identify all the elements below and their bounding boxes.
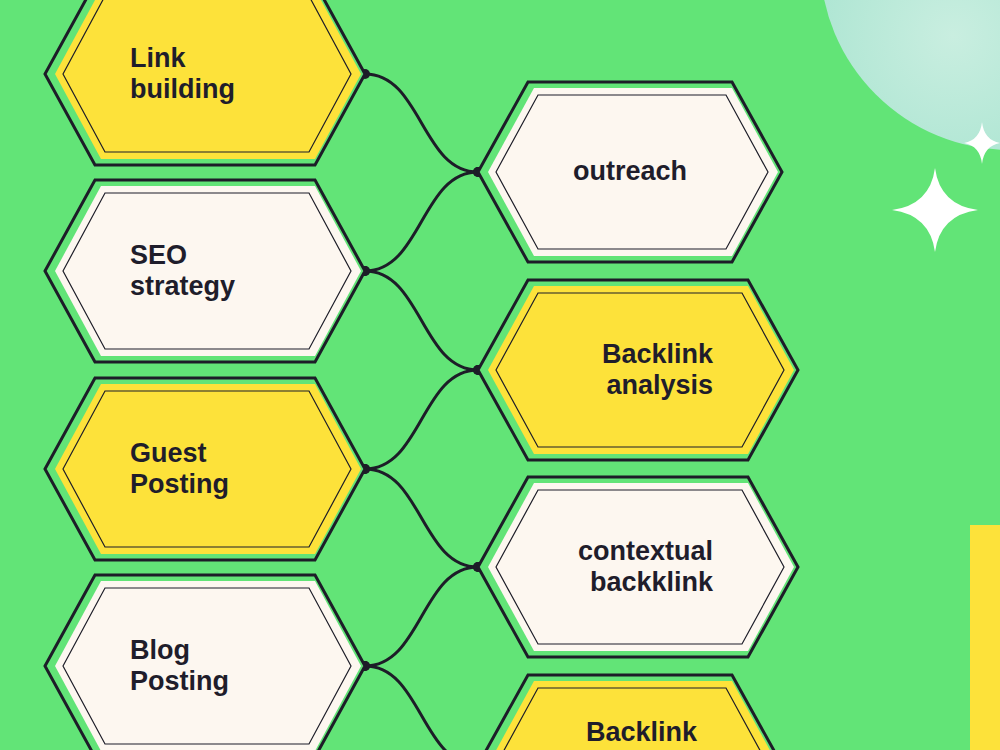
connector-group — [360, 661, 483, 750]
hexagon-fill — [55, 186, 361, 356]
hexagon-inner-line — [496, 95, 768, 249]
hexagon-fill — [488, 483, 794, 651]
hexagon-box: Guest Posting — [45, 378, 365, 560]
node-label: Link building — [130, 43, 280, 105]
hexagon-inner-line — [496, 688, 768, 750]
hexagon-frame — [478, 280, 798, 460]
yellow-bar — [970, 525, 1000, 750]
hexagon-frame — [45, 575, 365, 750]
hexagon-inner-line — [496, 293, 784, 447]
hexagon-fill — [488, 681, 778, 750]
hexagon-fill — [488, 286, 794, 454]
hexagon-box: SEO strategy — [45, 180, 365, 362]
hexagon-inner-line — [63, 0, 351, 152]
connector-group — [360, 365, 483, 474]
hexagon-box: outreach — [478, 82, 782, 262]
connector-group — [360, 69, 483, 177]
connector-group — [360, 562, 483, 671]
hexagon-fill — [55, 581, 361, 750]
hexagon-frame — [45, 0, 365, 165]
hexagon-box: Blog Posting — [45, 575, 365, 750]
hexagon-inner-line — [496, 490, 784, 644]
node-label: contextual backklink — [563, 536, 713, 598]
hexagon-frame — [45, 378, 365, 560]
sparkle — [892, 168, 978, 252]
connector — [365, 172, 478, 271]
hexagon-frame — [478, 675, 782, 750]
hexagon-box: Link building — [45, 0, 365, 165]
connector — [365, 271, 478, 370]
connector-group — [360, 266, 483, 375]
node-label: Backlink — [586, 717, 697, 748]
hexagon-outline — [45, 575, 365, 750]
node-label: Backlink analysis — [563, 339, 713, 401]
connector — [365, 666, 478, 750]
connector — [365, 74, 478, 172]
hexagon-fill — [488, 88, 778, 256]
bubble-blob — [820, 0, 1000, 150]
hexagon-fill — [55, 0, 361, 159]
connector — [365, 370, 478, 469]
node-label: SEO strategy — [130, 240, 280, 302]
connector-group — [360, 167, 483, 276]
node-label: outreach — [573, 156, 687, 187]
hexagon-inner-line — [63, 193, 351, 349]
hexagon-box: Backlink analysis — [478, 280, 798, 460]
connector — [365, 567, 478, 666]
hexagon-inner-line — [63, 588, 351, 744]
hexagon-box: Backlink — [478, 675, 782, 750]
hexagon-inner-line — [63, 391, 351, 547]
connector-group — [360, 464, 483, 572]
node-label: Blog Posting — [130, 635, 280, 697]
hexagon-frame — [45, 180, 365, 362]
hexagon-fill — [55, 384, 361, 554]
node-label: Guest Posting — [130, 438, 280, 500]
hexagon-frame — [478, 477, 798, 657]
hexagon-frame — [478, 82, 782, 262]
hexagon-box: contextual backklink — [478, 477, 798, 657]
sparkle — [964, 122, 1000, 164]
connector — [365, 469, 478, 567]
